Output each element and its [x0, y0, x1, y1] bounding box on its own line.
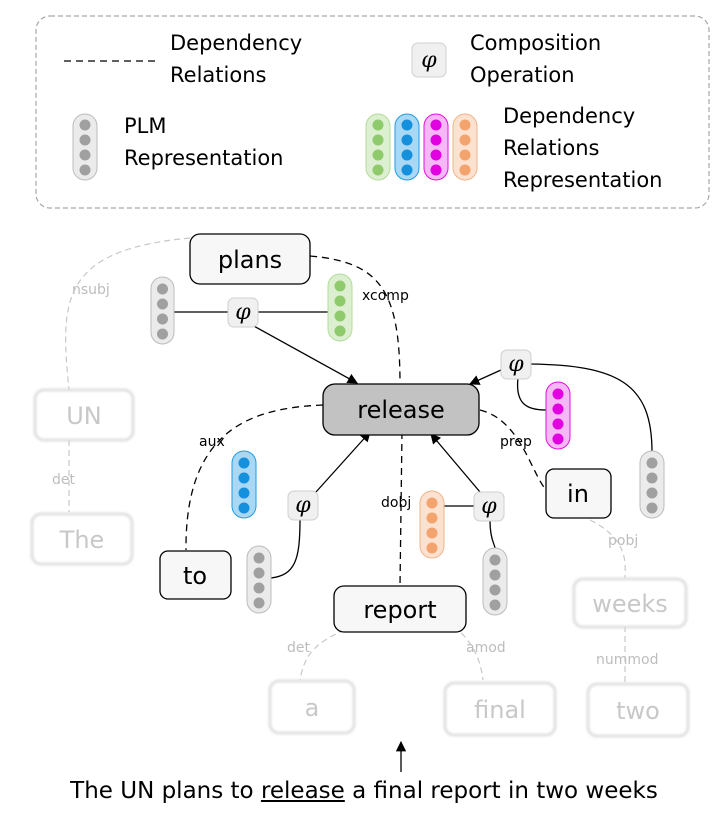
- legend-green-vector: [365, 113, 391, 181]
- dependency-edges: [185, 255, 547, 587]
- legend: Dependency Relations φ Composition Opera…: [35, 15, 710, 209]
- legend-phi-symbol: φ: [421, 48, 437, 73]
- rel-pobj: pobj: [608, 533, 638, 549]
- faded-nodes: UN The a final weeks two: [30, 388, 690, 738]
- node-the: The: [59, 526, 105, 554]
- node-un-box: [33, 388, 135, 442]
- node-final: final: [474, 696, 526, 724]
- node-weeks: weeks: [592, 590, 668, 618]
- svg-text:φ: φ: [508, 352, 524, 377]
- vector-prep-magenta: [545, 381, 571, 450]
- node-a: a: [305, 694, 320, 722]
- node-plans-box: [189, 233, 311, 285]
- node-un: UN: [66, 402, 102, 430]
- vector-in-plm: [639, 450, 665, 519]
- rel-prep: prep: [500, 434, 532, 450]
- rel-aux: aux: [199, 434, 225, 450]
- vector-aux-blue: [231, 450, 257, 519]
- rel-nsubj: nsubj: [72, 282, 110, 298]
- legend-composition-label-1: Composition: [470, 31, 601, 55]
- node-to-box: [159, 550, 232, 600]
- svg-text:φ: φ: [481, 494, 497, 519]
- legend-magenta-vector: [423, 113, 449, 181]
- node-two-box: [586, 682, 690, 738]
- rel-nummod: nummod: [596, 652, 658, 668]
- composition-edges: [174, 311, 653, 579]
- svg-text:φ: φ: [295, 493, 311, 518]
- vector-xcomp-green: [327, 273, 353, 342]
- node-release: release: [357, 396, 445, 424]
- legend-dependency-label-2: Relations: [170, 63, 266, 87]
- node-release-box: [322, 383, 480, 436]
- node-report: report: [363, 596, 436, 624]
- legend-plm-label-2: Representation: [124, 146, 284, 170]
- legend-phi-box: [411, 42, 447, 78]
- phi-in: φ: [500, 349, 532, 380]
- node-in: in: [567, 480, 589, 508]
- node-in-box: [545, 468, 612, 519]
- legend-composition-label-2: Operation: [470, 63, 575, 87]
- legend-deprep-label-3: Representation: [503, 168, 663, 192]
- phi-report: φ: [473, 491, 505, 522]
- node-two: two: [616, 697, 660, 725]
- node-to: to: [183, 562, 207, 590]
- rel-det-un: det: [52, 472, 76, 488]
- node-a-box: [268, 679, 356, 735]
- node-the-box: [30, 512, 134, 566]
- node-final-box: [443, 681, 557, 737]
- node-report-box: [333, 585, 467, 633]
- sentence-after: a final report in two weeks: [344, 778, 658, 804]
- vector-report-plm: [482, 547, 508, 616]
- rel-det-report: det: [287, 640, 311, 656]
- legend-plm-label-1: PLM: [124, 114, 166, 138]
- rel-amod: amod: [466, 640, 506, 656]
- rel-dobj: dobj: [381, 495, 411, 511]
- phi-to: φ: [287, 490, 319, 521]
- legend-plm-vector: [72, 113, 98, 181]
- sentence-before: The UN plans to: [70, 778, 261, 804]
- legend-deprep-label-2: Relations: [503, 136, 599, 160]
- svg-text:φ: φ: [235, 300, 251, 325]
- legend-box: [35, 15, 710, 209]
- vector-dobj-orange: [419, 490, 445, 559]
- node-weeks-box: [572, 577, 688, 629]
- node-plans: plans: [218, 246, 282, 274]
- vector-to-plm: [246, 545, 272, 614]
- rel-xcomp: xcomp: [362, 288, 409, 304]
- phi-plans: φ: [227, 297, 259, 328]
- main-nodes: plans release to in report: [159, 233, 612, 633]
- legend-blue-vector: [394, 113, 420, 181]
- input-sentence: The UN plans to release a final report i…: [0, 778, 728, 804]
- legend-deprep-label-1: Dependency: [503, 104, 635, 128]
- legend-dependency-label-1: Dependency: [170, 31, 302, 55]
- legend-orange-vector: [452, 113, 478, 181]
- vector-plans-plm: [150, 276, 175, 345]
- sentence-target-word: release: [260, 778, 345, 804]
